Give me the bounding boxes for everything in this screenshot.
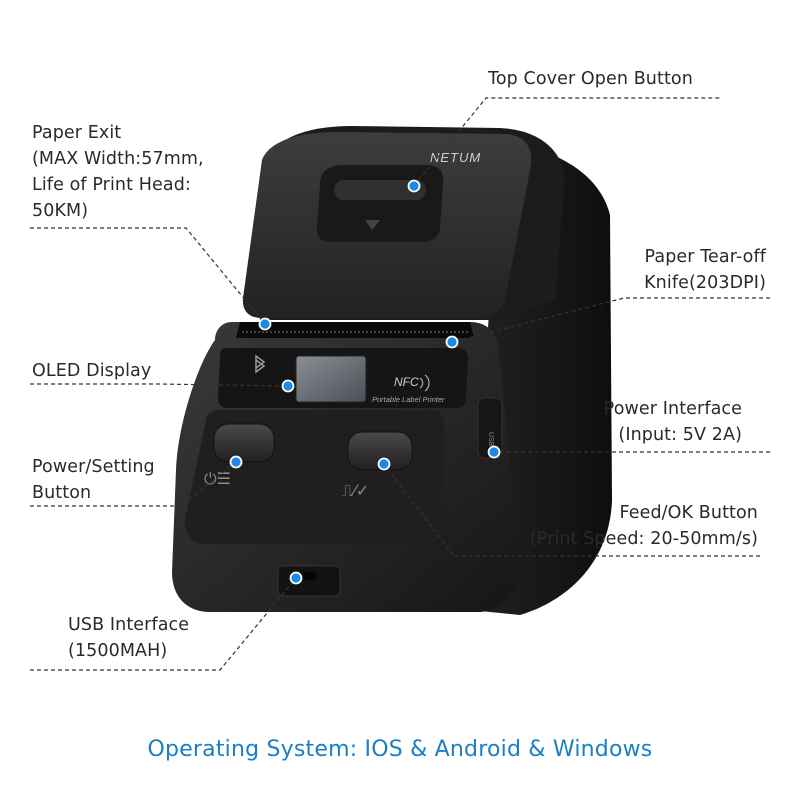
dot-power-setting: [229, 455, 243, 469]
dot-paper-exit: [258, 317, 272, 331]
dot-oled: [281, 379, 295, 393]
leader-usb: [30, 577, 297, 671]
callout-paper-exit: Paper Exit (MAX Width:57mm, Life of Prin…: [32, 123, 204, 221]
dot-power-interface: [487, 445, 501, 459]
panel-caption: Portable Label Printer: [372, 395, 445, 404]
callout-top-cover: Top Cover Open Button: [488, 69, 693, 89]
leader-power-setting: [30, 461, 237, 507]
nfc-label: NFC: [394, 375, 419, 389]
callout-oled: OLED Display: [32, 361, 152, 381]
cover-arrow-icon: [365, 220, 380, 230]
callout-feed-ok: Feed/OK Button (Print Speed: 20-50mm/s): [529, 503, 758, 549]
leader-oled: [30, 383, 289, 387]
callout-dots: [229, 179, 501, 585]
oled-screen: [295, 355, 367, 403]
callout-power-setting: Power/Setting Button: [32, 457, 155, 503]
paper-exit-slot: [236, 322, 474, 338]
bluetooth-icon: [255, 354, 266, 374]
dot-tear-off: [445, 335, 459, 349]
usb-port-label: USB: [487, 432, 494, 447]
callout-usb: USB Interface (1500MAH): [68, 615, 190, 661]
cover-open-button[interactable]: [316, 165, 444, 242]
dot-usb: [289, 571, 303, 585]
nfc-icon: [419, 374, 430, 392]
callout-tear-off: Paper Tear-off Knife(203DPI): [644, 247, 766, 293]
cover-button-grip: [334, 180, 426, 200]
callout-lines: [30, 97, 770, 671]
leader-feed-ok: [383, 463, 760, 557]
brand-logo: NETUM: [430, 150, 481, 165]
power-icon: ⏻☰: [204, 469, 231, 488]
leader-paper-exit: [30, 227, 266, 325]
usb-port-housing: [277, 565, 341, 597]
feed-ok-button[interactable]: [347, 431, 413, 471]
feed-icon: ⎍⁄✓: [342, 481, 369, 500]
power-port-housing: [477, 397, 503, 459]
callout-power-interface: Power Interface (Input: 5V 2A): [603, 399, 742, 445]
dot-feed-ok: [377, 457, 391, 471]
power-setting-button[interactable]: [213, 423, 275, 463]
footer-os-support: Operating System: IOS & Android & Window…: [147, 737, 653, 762]
dot-top-cover: [407, 179, 421, 193]
leader-top-cover: [413, 97, 720, 187]
